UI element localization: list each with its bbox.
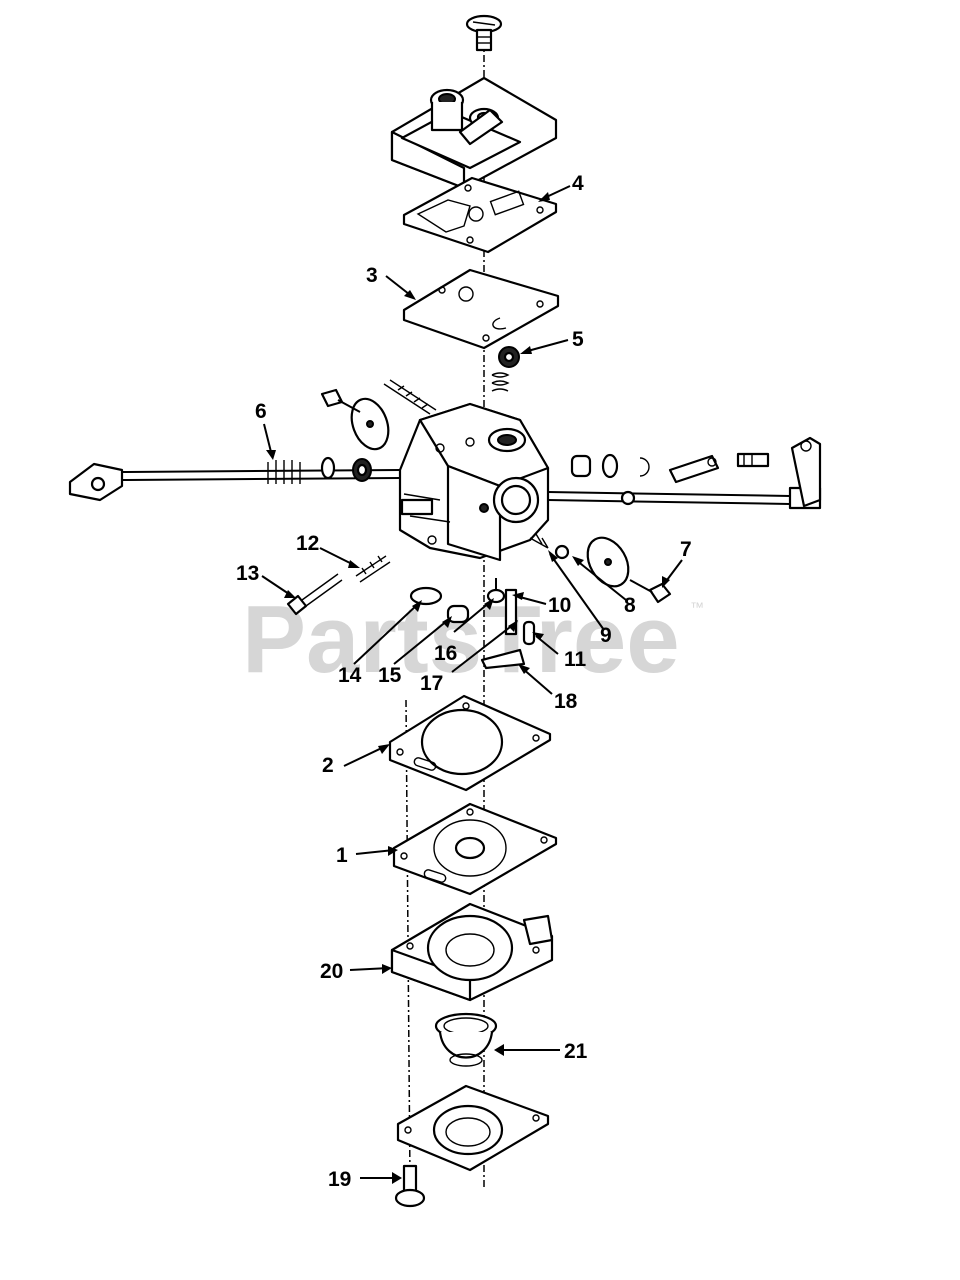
part-21-primer-bulb bbox=[434, 1012, 498, 1067]
part-5-nut bbox=[498, 346, 520, 368]
callout-13: 13 bbox=[236, 562, 259, 585]
right-side-hardware bbox=[570, 452, 770, 484]
callout-15: 15 bbox=[378, 664, 402, 687]
watermark: PartsTree bbox=[242, 586, 680, 693]
callout-19: 19 bbox=[328, 1168, 351, 1191]
callout-17: 17 bbox=[420, 672, 443, 695]
callout-leaders bbox=[261, 185, 683, 1184]
callout-20: 20 bbox=[320, 960, 343, 983]
callout-3: 3 bbox=[366, 264, 378, 287]
callout-1: 1 bbox=[336, 844, 348, 867]
part-1-diaphragm bbox=[392, 802, 558, 896]
callout-2: 2 bbox=[322, 754, 334, 777]
callout-16: 16 bbox=[434, 642, 457, 665]
callout-5: 5 bbox=[572, 328, 584, 351]
watermark-trademark: ™ bbox=[690, 599, 704, 615]
callout-8: 8 bbox=[624, 594, 636, 617]
part-2-gasket bbox=[388, 694, 552, 792]
top-cover bbox=[390, 76, 558, 190]
part-12-13-screws bbox=[286, 555, 391, 616]
inlet-needle-spring bbox=[491, 372, 510, 392]
left-throttle-shaft bbox=[68, 462, 401, 502]
callout-18: 18 bbox=[554, 690, 578, 713]
callout-7: 7 bbox=[680, 538, 692, 561]
part-4-gasket bbox=[402, 176, 558, 254]
carburetor-body bbox=[398, 402, 550, 562]
callout-10: 10 bbox=[548, 594, 571, 617]
throttle-plate-left bbox=[320, 379, 437, 451]
part-20-metering-cover bbox=[390, 902, 554, 1002]
primer-retainer-plate bbox=[396, 1084, 550, 1172]
callout-11: 11 bbox=[564, 648, 587, 671]
callout-6: 6 bbox=[255, 400, 267, 423]
part-7-8-plate bbox=[529, 533, 672, 604]
part-6-spring bbox=[267, 456, 372, 484]
right-throttle-shaft bbox=[547, 436, 822, 510]
top-screw bbox=[465, 14, 503, 52]
callout-12: 12 bbox=[296, 532, 319, 555]
callout-4: 4 bbox=[572, 172, 584, 195]
internal-small-parts bbox=[409, 578, 536, 670]
callout-21: 21 bbox=[564, 1040, 588, 1063]
callout-9: 9 bbox=[600, 624, 612, 647]
callout-14: 14 bbox=[338, 664, 362, 687]
part-3-diaphragm bbox=[402, 268, 560, 350]
part-19-bottom-screw bbox=[394, 1164, 426, 1208]
